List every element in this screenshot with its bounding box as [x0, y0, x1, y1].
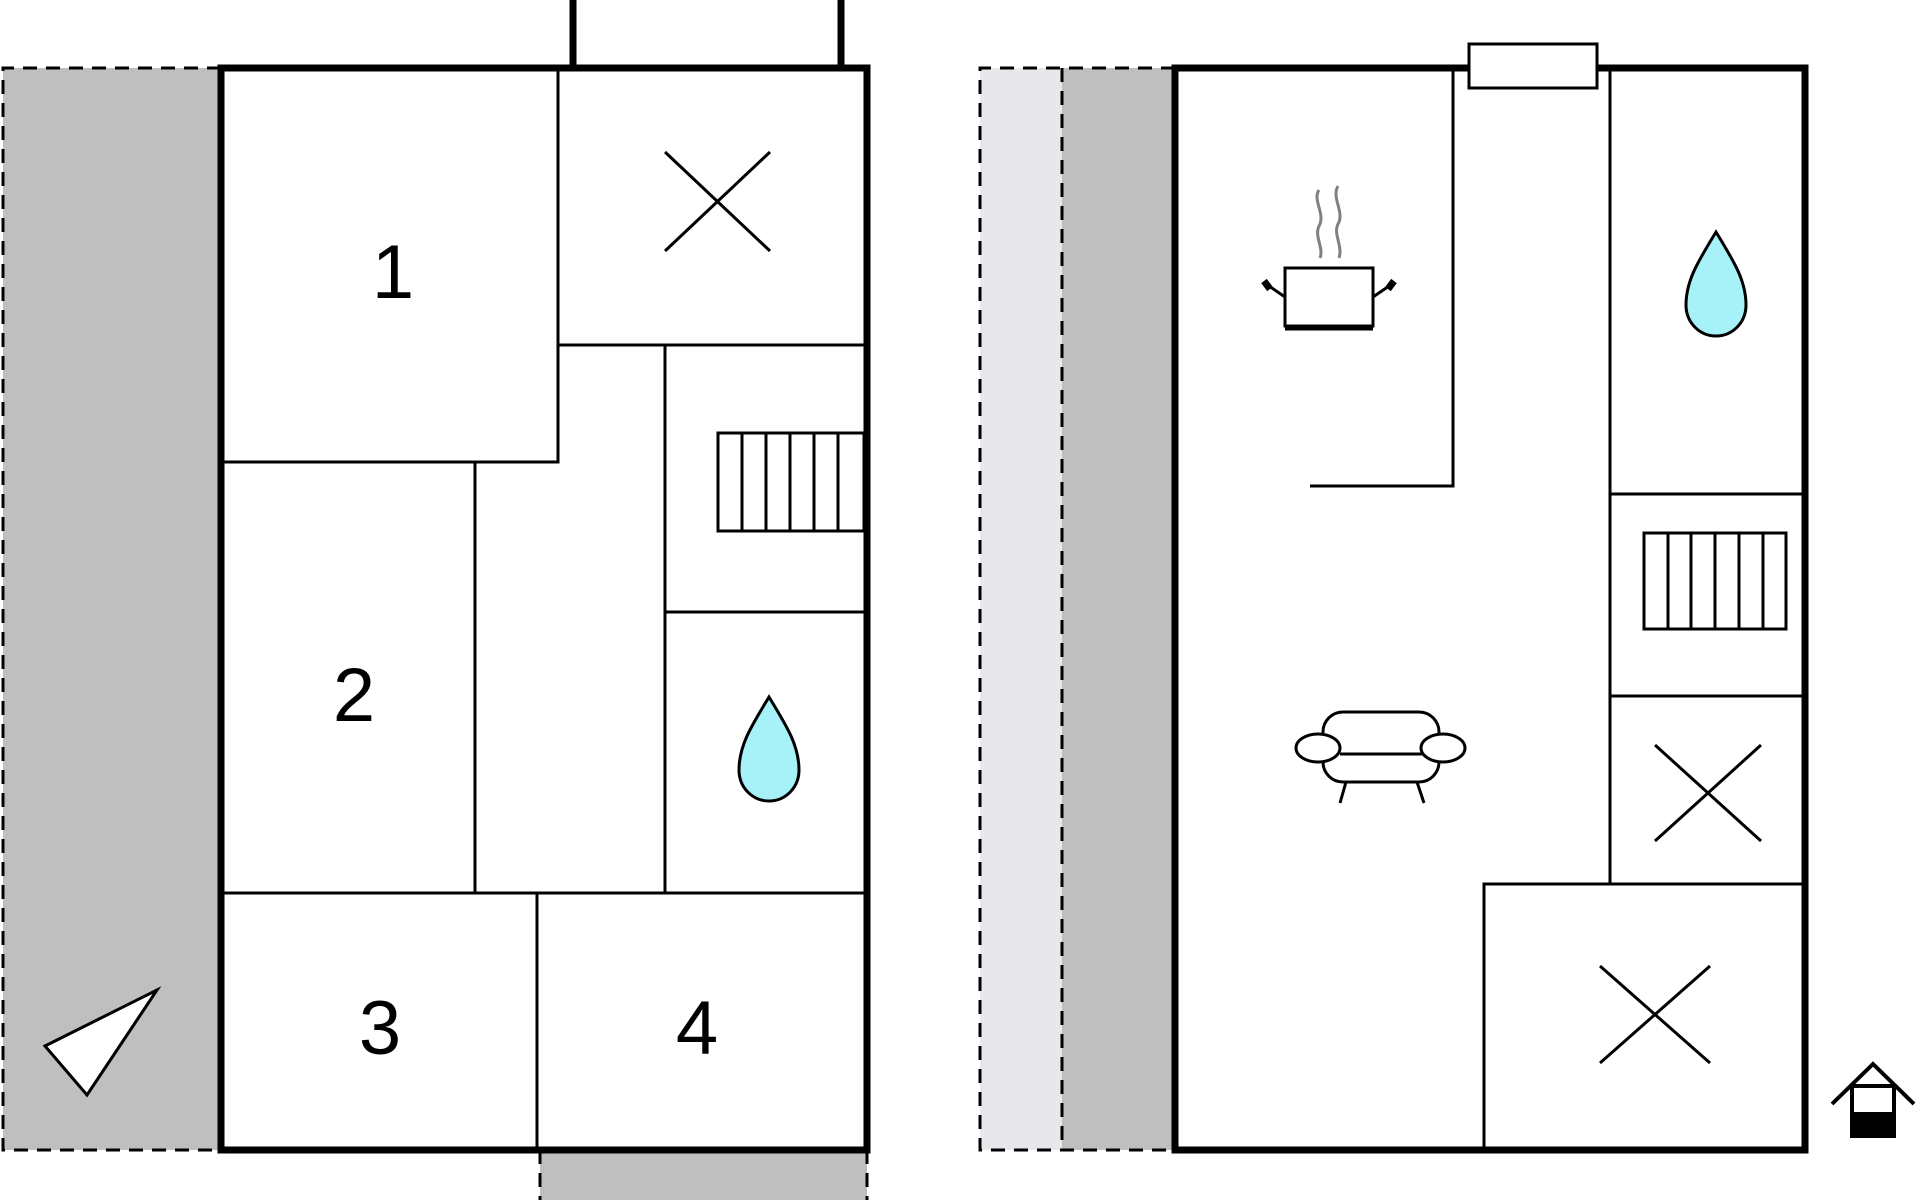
room-label-4: 4: [676, 986, 718, 1071]
upper-floor-plan: [978, 42, 1916, 1154]
terrace-bottom-outline: [538, 1150, 869, 1200]
terrace-right-outline: [978, 66, 1175, 1152]
room-label-1: 1: [372, 230, 414, 315]
room-x-icon: [663, 150, 772, 253]
room-label-3: 3: [359, 986, 401, 1071]
terrace-bottom: [540, 1150, 867, 1200]
upper-floor-interior-walls: [1310, 68, 1802, 1150]
house-entrance-icon: [1830, 1061, 1916, 1138]
room-x-icon: [1599, 964, 1711, 1065]
terrace-left-outline: [1, 66, 221, 1152]
stairs-icon: [1642, 531, 1788, 631]
ground-floor-outer-wall: [217, 64, 871, 1154]
window: [1467, 42, 1599, 90]
terrace-left: [3, 68, 221, 1150]
north-arrow-icon: [42, 986, 162, 1098]
ground-floor-plan: 1 2 3 4: [1, 0, 871, 1200]
stairs-icon: [716, 431, 866, 533]
living-room-sofa-icon: [1294, 710, 1467, 804]
terrace-light: [980, 68, 1062, 1150]
room-label-2: 2: [333, 653, 375, 738]
ground-floor-interior-walls: [221, 68, 864, 1150]
kitchen-pot-icon: [1261, 185, 1397, 331]
terrace-dark: [1062, 68, 1175, 1150]
bathroom-water-drop-icon: [1684, 229, 1748, 338]
bathroom-water-drop-icon: [737, 694, 801, 803]
room-x-icon: [1653, 743, 1763, 843]
